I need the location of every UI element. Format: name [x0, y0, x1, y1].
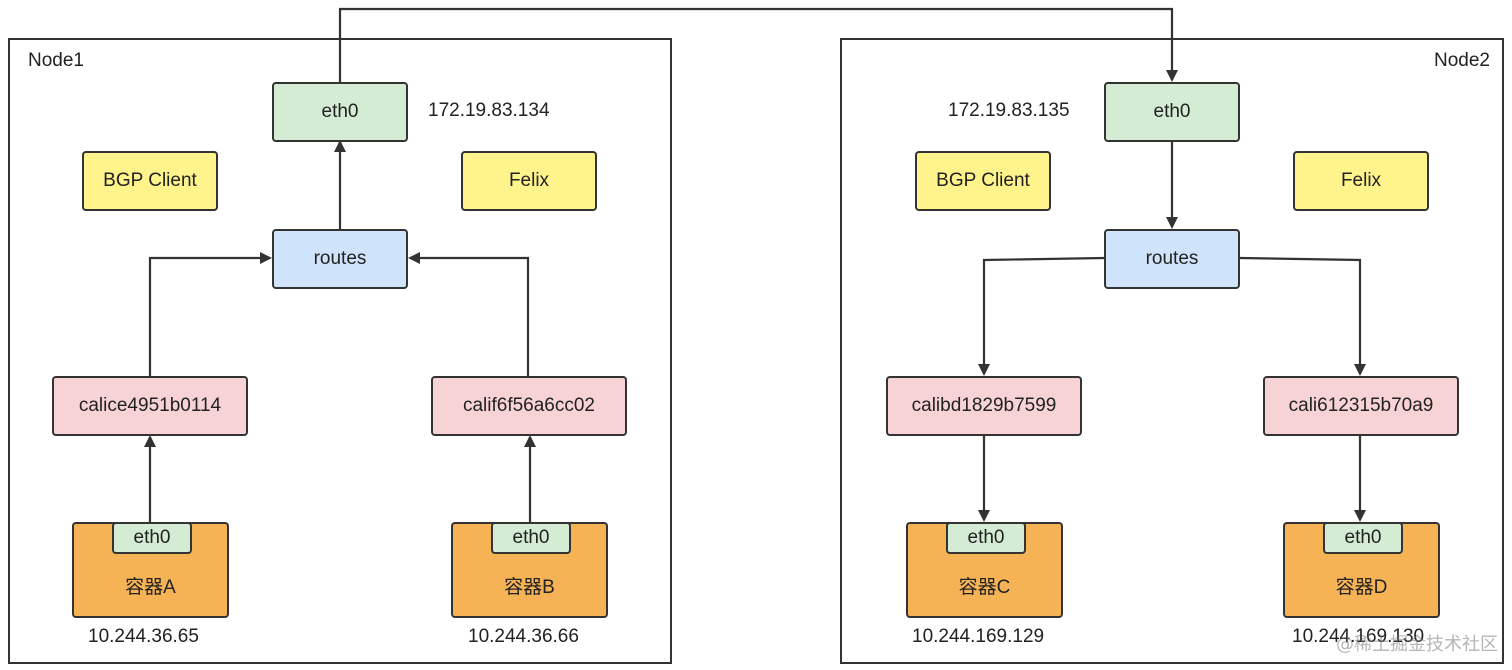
container-a-ip: 10.244.36.65	[88, 626, 199, 647]
node1-veth-right: calif6f56a6cc02	[431, 376, 627, 436]
node1-veth-left-to-routes	[148, 252, 272, 376]
container-a-eth0: eth0	[112, 522, 192, 554]
node1-host-ip: 172.19.83.134	[428, 100, 550, 121]
container-b-eth0: eth0	[491, 522, 571, 554]
container-c-name: 容器C	[958, 577, 1011, 598]
node1-container-a: eth0 容器A	[72, 522, 229, 618]
node2-container-d: eth0 容器D	[1283, 522, 1440, 618]
node2-routes-to-veth-right	[1239, 256, 1366, 376]
container-c-ip: 10.244.169.129	[912, 626, 1045, 647]
container-d-eth0: eth0	[1323, 522, 1403, 554]
node1-container-b: eth0 容器B	[451, 522, 608, 618]
node2-veth-left: calibd1829b7599	[886, 376, 1082, 436]
container-b-ip: 10.244.36.66	[468, 626, 579, 647]
container-d-name: 容器D	[1335, 577, 1388, 598]
node1-bgp-client: BGP Client	[82, 151, 218, 211]
watermark: @稀土掘金技术社区	[1336, 634, 1498, 655]
node1-routes: routes	[272, 229, 408, 289]
container-d-ip: 10.244.169.130	[1292, 626, 1425, 647]
node2-host-eth0: eth0	[1104, 82, 1240, 142]
node1-label: Node1	[28, 50, 84, 71]
container-b-name: 容器B	[504, 577, 555, 598]
node1-veth-right-to-routes	[408, 252, 530, 376]
node2-container-c: eth0 容器C	[906, 522, 1063, 618]
container-a-name: 容器A	[125, 577, 176, 598]
node2-host-ip: 172.19.83.135	[948, 100, 1070, 121]
node1-felix: Felix	[461, 151, 597, 211]
node2-veth-right: cali612315b70a9	[1263, 376, 1459, 436]
node1-host-eth0: eth0	[272, 82, 408, 142]
inter-node-link	[338, 7, 1178, 82]
node2-routes-to-veth-left	[978, 256, 1105, 376]
node2-felix: Felix	[1293, 151, 1429, 211]
node2-routes: routes	[1104, 229, 1240, 289]
node2-label: Node2	[1434, 50, 1490, 71]
container-c-eth0: eth0	[946, 522, 1026, 554]
node1-veth-left: calice4951b0114	[52, 376, 248, 436]
node2-bgp-client: BGP Client	[915, 151, 1051, 211]
